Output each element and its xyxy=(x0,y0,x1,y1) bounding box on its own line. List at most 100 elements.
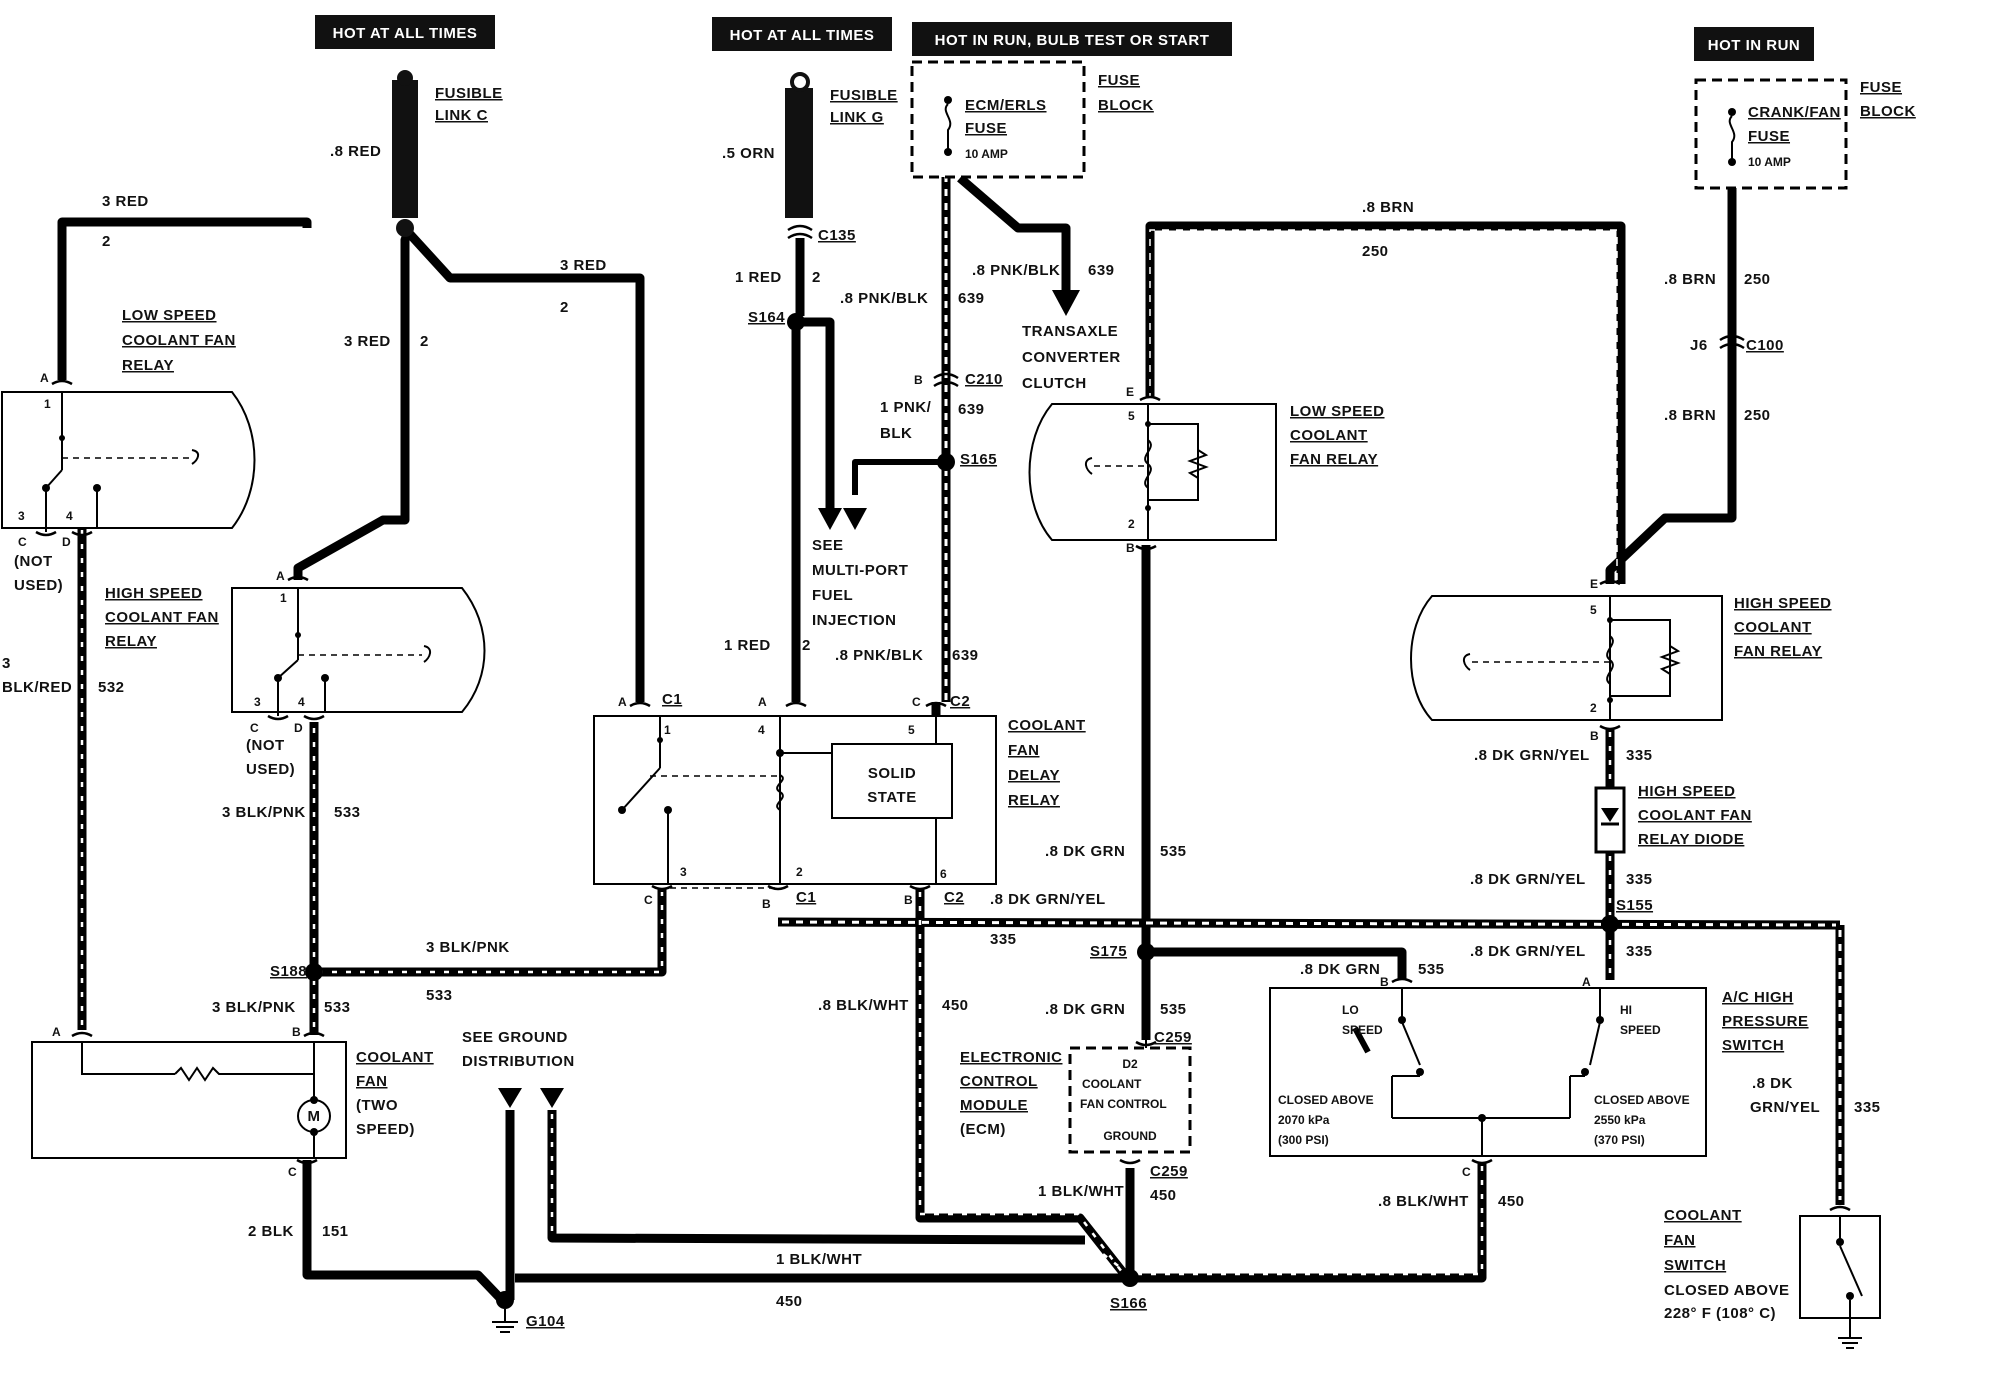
pin-label: 6 xyxy=(940,867,947,881)
pin-label: B xyxy=(914,373,923,387)
not-used-label: (NOT xyxy=(14,553,53,570)
wire-label: 1 PNK/ xyxy=(880,399,932,416)
wire-label: 2 xyxy=(420,333,429,350)
pin-label: 5 xyxy=(908,723,915,737)
wire-label: 3 BLK/PNK xyxy=(212,999,296,1016)
pin-label: B xyxy=(292,1025,301,1039)
wire-label: 3 BLK/PNK xyxy=(426,939,510,956)
ecm-fuse-amp: 10 AMP xyxy=(965,147,1008,161)
ground-arrow-icon xyxy=(498,1088,522,1108)
wire-8-brn-250-right xyxy=(1605,188,1737,584)
wire-label: .8 BRN xyxy=(1664,407,1716,424)
pin-label: C xyxy=(18,535,27,549)
splice-s175 xyxy=(1137,943,1155,961)
fusible-link-c-label: LINK C xyxy=(435,107,488,124)
crank-fan-fuse-block xyxy=(1694,78,1848,190)
splice-s188 xyxy=(305,963,323,981)
wire-label: 533 xyxy=(324,999,351,1016)
ground-arrow-icon xyxy=(540,1088,564,1108)
wire-s165-branch xyxy=(852,459,940,495)
mpfi-arrow-icon xyxy=(843,508,867,530)
splice-s155 xyxy=(1601,915,1619,933)
fusible-link-g-label: FUSIBLE xyxy=(830,87,898,104)
ac-closed-label: (370 PSI) xyxy=(1594,1133,1645,1147)
wire-label: 3 RED xyxy=(344,333,391,350)
high-relay-left-label: RELAY xyxy=(105,633,157,650)
wire-label: 2 xyxy=(102,233,111,250)
solid-state-label: STATE xyxy=(867,789,916,806)
wire-ground-dist-2 xyxy=(547,1110,1086,1245)
wire-label: BLK/RED xyxy=(2,679,72,696)
wire-label: .8 DK GRN xyxy=(1045,1001,1125,1018)
wire-label: .8 DK GRN/YEL xyxy=(1470,871,1586,888)
ac-high-pressure-switch xyxy=(1269,987,1707,1157)
wire-label: 1 BLK/WHT xyxy=(1038,1183,1124,1200)
fan-switch-label: CLOSED ABOVE xyxy=(1664,1282,1789,1299)
transaxle-label: TRANSAXLE xyxy=(1022,323,1118,340)
wire-label: 250 xyxy=(1744,407,1771,424)
pin-label: A xyxy=(52,1025,61,1039)
delay-relay-label: DELAY xyxy=(1008,767,1060,784)
see-mpfi-label: FUEL xyxy=(812,587,853,604)
wire-label: .8 DK GRN/YEL xyxy=(990,891,1106,908)
transaxle-label: CONVERTER xyxy=(1022,349,1121,366)
fan-switch-label: FAN xyxy=(1664,1232,1696,1249)
wire-label: GRN/YEL xyxy=(1750,1099,1820,1116)
pin-label: 3 xyxy=(254,695,261,709)
wire-label: 533 xyxy=(426,987,453,1004)
connector-label: C259 xyxy=(1150,1163,1188,1180)
wire-label: 1 RED xyxy=(735,269,782,286)
low-relay-right-label: LOW SPEED xyxy=(1290,403,1385,420)
coolant-fan-label: FAN xyxy=(356,1073,388,1090)
splice-s166 xyxy=(1121,1269,1139,1287)
solid-state-label: SOLID xyxy=(868,765,916,782)
ecm-erls-fuse-block xyxy=(910,60,1086,179)
pin-label: A xyxy=(618,695,627,709)
diode-label: HIGH SPEED xyxy=(1638,783,1736,800)
wire-s164-mpfi xyxy=(796,317,835,498)
connector-label: S188 xyxy=(270,963,307,980)
crank-fuse-label: CRANK/FAN xyxy=(1748,104,1841,121)
not-used-label: USED) xyxy=(14,577,63,594)
pin-label: 3 xyxy=(18,509,25,523)
wire-label: 3 RED xyxy=(102,193,149,210)
wire-label: 450 xyxy=(1498,1193,1525,1210)
ac-closed-label: CLOSED ABOVE xyxy=(1278,1093,1374,1107)
low-relay-left-label: COOLANT FAN xyxy=(122,332,236,349)
fan-switch-label: COOLANT xyxy=(1664,1207,1742,1224)
high-speed-relay-left xyxy=(231,587,486,713)
pin-label: 3 xyxy=(680,865,687,879)
connector-label: C1 xyxy=(662,691,682,708)
connector-label: C2 xyxy=(944,889,964,906)
fan-switch-label: 228° F (108° C) xyxy=(1664,1305,1776,1322)
ac-hi-label: HI xyxy=(1620,1003,1632,1017)
wire-label: 2 xyxy=(560,299,569,316)
fusible-link-g-label: LINK G xyxy=(830,109,884,126)
wire-blk-pnk-s188 xyxy=(314,888,667,977)
ecm-box-label: FAN CONTROL xyxy=(1080,1097,1167,1111)
see-ground-label: DISTRIBUTION xyxy=(462,1053,575,1070)
pin-label: C xyxy=(1462,1165,1471,1179)
connector-label: C100 xyxy=(1746,337,1784,354)
pin-label: 4 xyxy=(298,695,305,709)
pin-label: A xyxy=(276,569,285,583)
pin-label: 2 xyxy=(796,865,803,879)
coolant-fan-delay-relay xyxy=(593,715,997,885)
wire-label: 1 RED xyxy=(724,637,771,654)
delay-relay-label: COOLANT xyxy=(1008,717,1086,734)
ecm-label: CONTROL xyxy=(960,1073,1038,1090)
wire-label: .8 DK GRN/YEL xyxy=(1474,747,1590,764)
ac-closed-label: 2550 kPa xyxy=(1594,1113,1646,1127)
coolant-fan-label: COOLANT xyxy=(356,1049,434,1066)
wire-label: 533 xyxy=(334,804,361,821)
wire-label: 535 xyxy=(1160,843,1187,860)
transaxle-label: CLUTCH xyxy=(1022,375,1087,392)
pin-label: A xyxy=(1582,975,1591,989)
connector-label: S175 xyxy=(1090,943,1127,960)
ecm-label: ELECTRONIC xyxy=(960,1049,1063,1066)
ac-closed-label: CLOSED ABOVE xyxy=(1594,1093,1690,1107)
connector-marks xyxy=(35,224,1851,1212)
wire-blk-wht-450-b xyxy=(1130,1162,1487,1283)
diode-label: COOLANT FAN xyxy=(1638,807,1752,824)
not-used-label: (NOT xyxy=(246,737,285,754)
